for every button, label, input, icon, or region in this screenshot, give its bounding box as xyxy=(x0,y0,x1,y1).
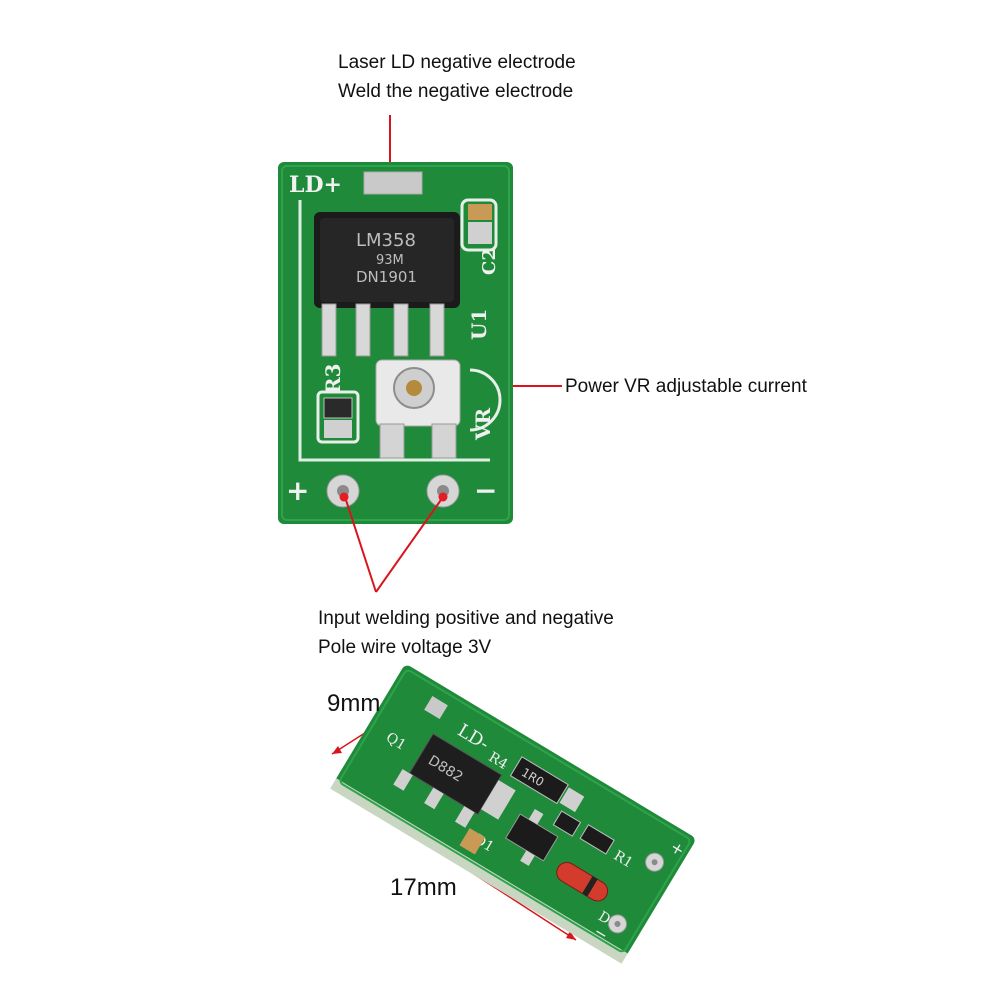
caption-line: Laser LD negative electrode xyxy=(338,52,576,73)
minus-label: − xyxy=(474,474,497,507)
caption-input: Input welding positive and negative Pole… xyxy=(318,604,614,662)
caption-line: Pole wire voltage 3V xyxy=(318,637,492,658)
length-dimension-label: 17mm xyxy=(390,874,457,901)
ld-pad xyxy=(363,171,423,195)
caption-line: Weld the negative electrode xyxy=(338,81,574,102)
width-dimension-label: 9mm xyxy=(327,690,381,717)
r3-label: R3 xyxy=(321,363,345,394)
c2-label: C2 xyxy=(479,248,500,275)
pointer-line xyxy=(375,496,444,593)
vr-label: VR xyxy=(471,407,495,441)
caption-vr: Power VR adjustable current xyxy=(565,372,807,401)
chip-text: LM358 xyxy=(356,230,416,251)
ld-plus-label: LD+ xyxy=(289,172,342,198)
plus-label: + xyxy=(286,474,309,507)
u1-label: U1 xyxy=(467,309,491,340)
chip-text: DN1901 xyxy=(356,268,417,286)
bottom-pcb: LD- R4 1R0 Q1 D882 D1 R1 D2 + − xyxy=(330,665,695,964)
chip-text: 93M xyxy=(376,253,404,268)
caption-ld-negative: Laser LD negative electrode Weld the neg… xyxy=(338,48,576,106)
pointer-line xyxy=(344,496,377,593)
caption-line: Power VR adjustable current xyxy=(565,376,807,397)
caption-line: Input welding positive and negative xyxy=(318,608,614,629)
